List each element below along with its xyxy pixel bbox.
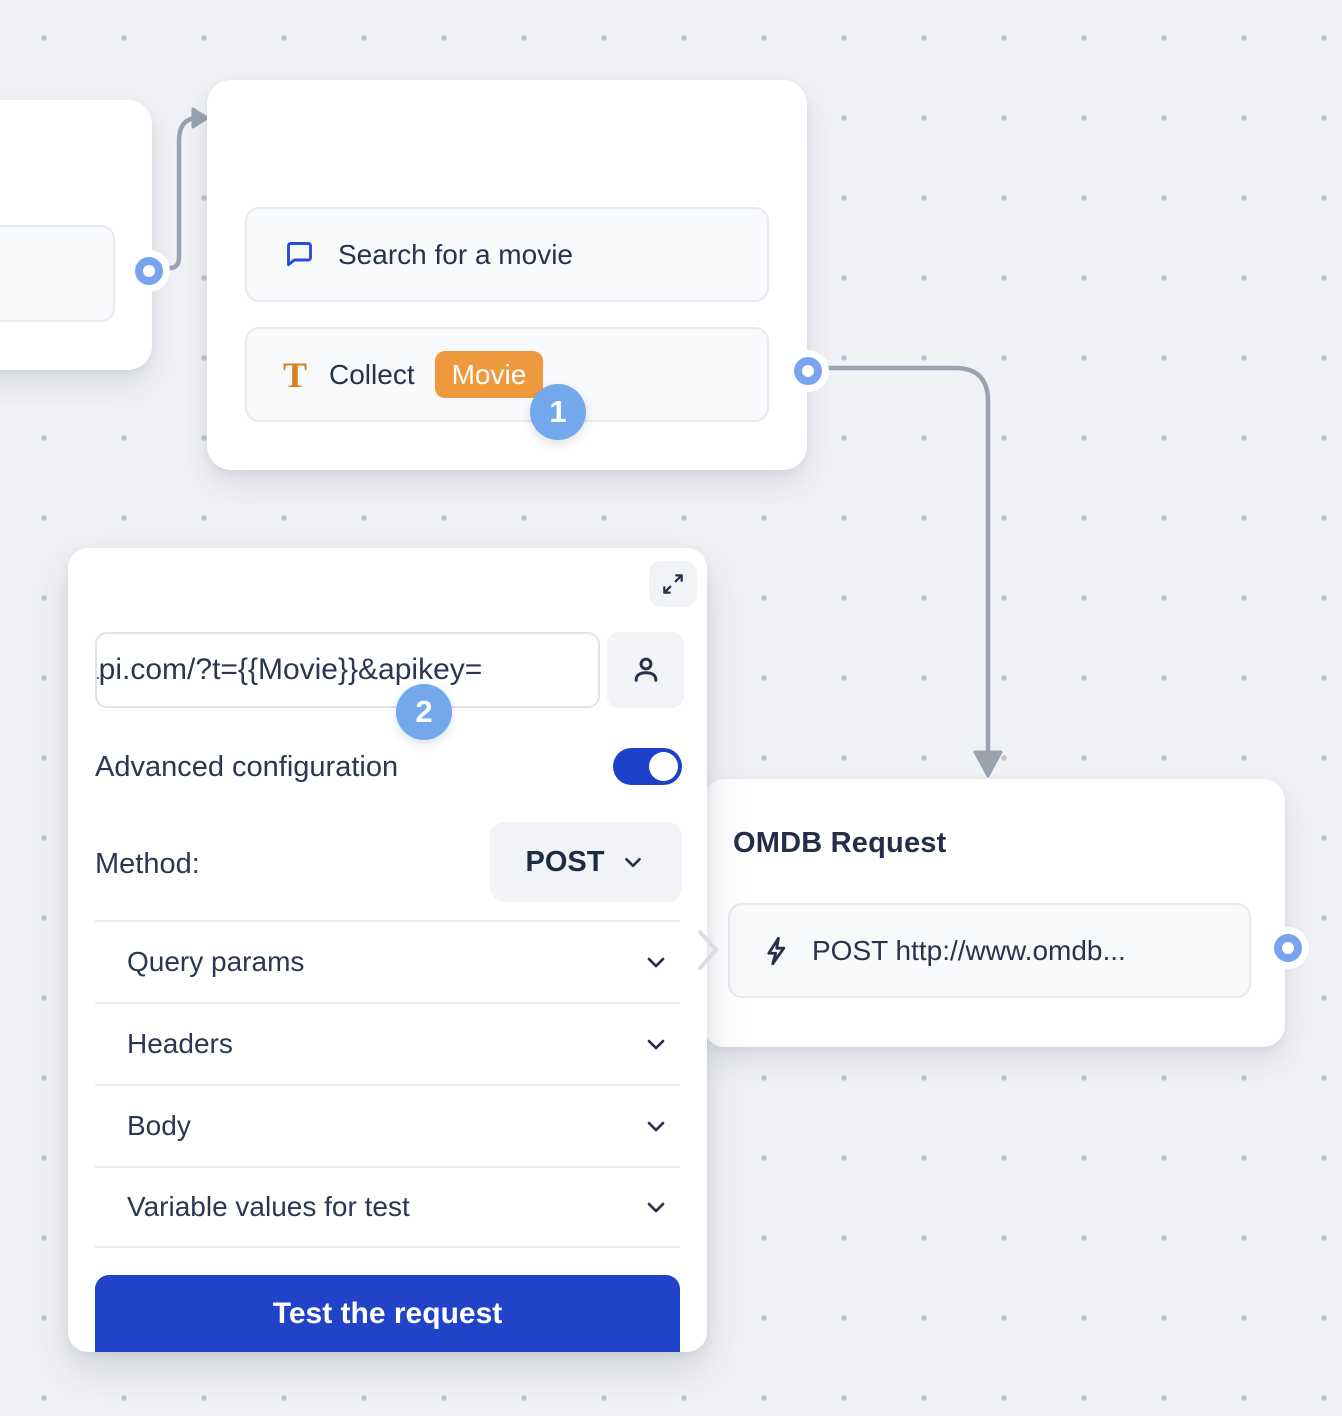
expand-icon (660, 571, 686, 597)
lightning-icon (760, 934, 794, 968)
text-icon: T (283, 354, 308, 395)
node-item-label: POST http://www.omdb... (812, 934, 1126, 966)
chevron-down-icon[interactable] (642, 1030, 670, 1058)
section-label: Variable values for test (127, 1191, 410, 1222)
chevron-down-icon[interactable] (642, 1193, 670, 1221)
advanced-configuration-toggle[interactable] (613, 748, 682, 785)
method-select[interactable]: POST (490, 822, 682, 902)
section-label: Headers (127, 1028, 233, 1059)
node-item-question[interactable]: Search for a movie (245, 207, 769, 302)
collapsible-sections: Query params Headers Body (95, 920, 680, 1248)
method-select-value: POST (525, 845, 605, 878)
node-item-label: Search for a movie (338, 238, 573, 270)
node-omdb-request[interactable]: OMDB Request POST http://www.omdb... (703, 779, 1285, 1047)
step-badge-2: 2 (396, 684, 452, 740)
connector-chevron-omdb-in (698, 930, 718, 970)
expand-button[interactable] (649, 561, 697, 607)
section-label: Body (127, 1110, 191, 1141)
section-body[interactable]: Body (95, 1084, 680, 1166)
webhook-editor-panel: api.com/?t={{Movie}}&apikey= Advanced co… (68, 548, 707, 1352)
advanced-configuration-label: Advanced configuration (95, 751, 399, 783)
node-title-omdb-request: OMDB Request (733, 827, 947, 859)
url-input-value: api.com/?t={{Movie}}&apikey= (95, 653, 483, 686)
person-icon (627, 651, 665, 689)
edge-left-to-movie-search (160, 115, 201, 271)
variable-badge-movie[interactable]: Movie (434, 350, 544, 399)
chevron-down-icon[interactable] (642, 948, 670, 976)
edge-movie-search-to-omdb (819, 365, 991, 753)
edge-arrow-down (973, 750, 1003, 778)
chevron-down-icon[interactable] (642, 1112, 670, 1140)
connector-port-movie-search-out[interactable] (794, 357, 822, 385)
test-request-button[interactable]: Test the request (95, 1275, 680, 1352)
edge-arrow-right (191, 107, 209, 129)
node-item-label: Collect (329, 358, 415, 390)
person-button[interactable] (607, 632, 684, 708)
connector-port-omdb-out[interactable] (1274, 934, 1302, 962)
node-movie-search[interactable]: Movie search Search for a movie T Collec… (207, 80, 807, 470)
section-headers[interactable]: Headers (95, 1002, 680, 1084)
section-variable-values[interactable]: Variable values for test (95, 1166, 680, 1248)
url-input[interactable]: api.com/?t={{Movie}}&apikey= (95, 632, 600, 708)
toggle-knob (649, 752, 678, 781)
connector-port-left-card[interactable] (135, 257, 163, 285)
partial-node-item[interactable] (0, 225, 115, 322)
section-query-params[interactable]: Query params (95, 920, 680, 1002)
step-badge-1: 1 (530, 384, 586, 440)
chevron-down-icon (620, 849, 646, 875)
section-label: Query params (127, 946, 305, 977)
method-label: Method: (95, 848, 200, 880)
node-item-webhook[interactable]: POST http://www.omdb... (728, 903, 1251, 998)
node-item-collect[interactable]: T Collect Movie (245, 327, 769, 422)
chat-bubble-icon (283, 238, 316, 271)
